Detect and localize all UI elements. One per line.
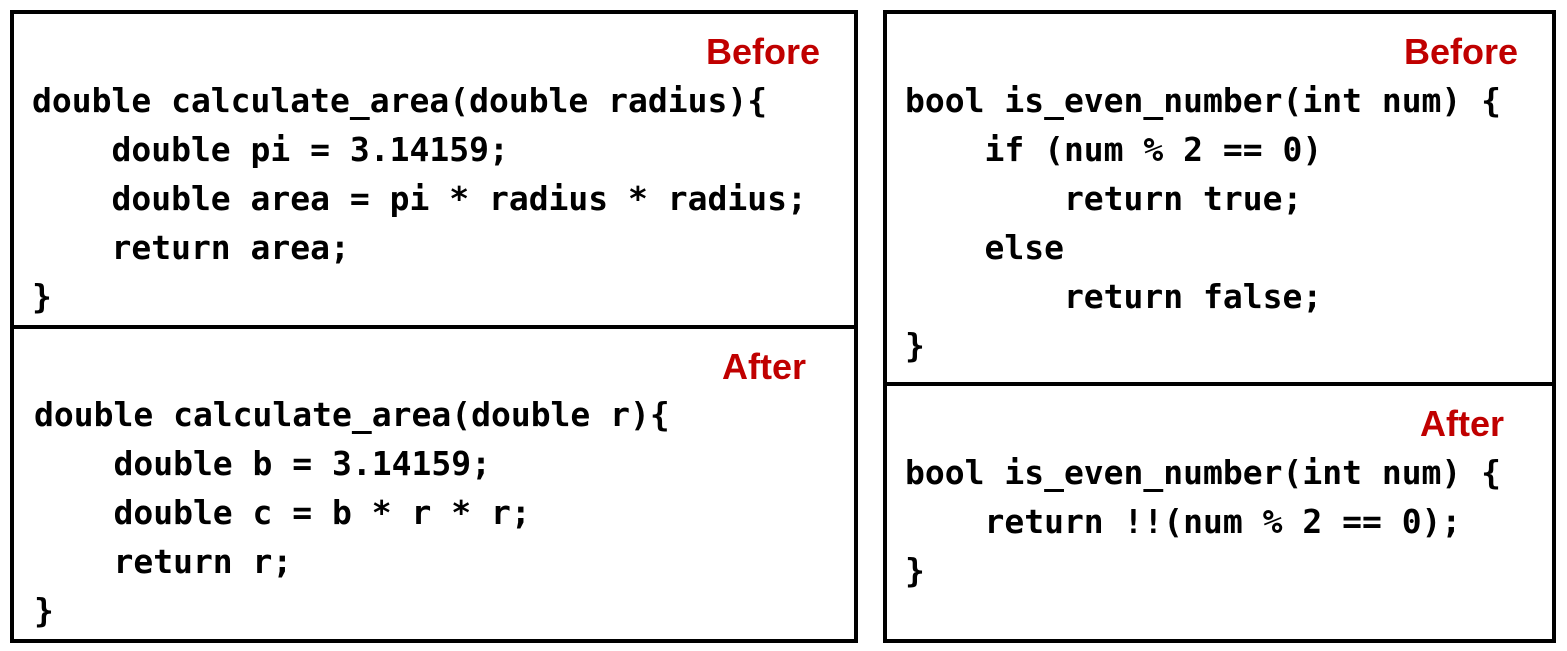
code-line: double calculate_area(double r){ [34, 395, 670, 434]
code-line: return false; [905, 277, 1323, 316]
code-line: } [32, 277, 52, 316]
left-before-section: Before double calculate_area(double radi… [14, 14, 854, 327]
left-after-section: After double calculate_area(double r){ d… [14, 329, 854, 639]
code-line: else [905, 228, 1064, 267]
code-line: } [905, 551, 925, 590]
right-divider [887, 382, 1552, 386]
right-before-label: Before [1403, 31, 1518, 72]
code-line: return area; [32, 228, 350, 267]
code-line: double b = 3.14159; [34, 444, 491, 483]
right-after-code: bool is_even_number(int num) { return !!… [905, 448, 1501, 595]
right-panel: Before bool is_even_number(int num) { if… [883, 10, 1556, 643]
code-line: return true; [905, 179, 1303, 218]
left-divider [14, 325, 854, 329]
code-line: bool is_even_number(int num) { [905, 81, 1502, 120]
code-line: double area = pi * radius * radius; [32, 179, 807, 218]
right-before-section: Before bool is_even_number(int num) { if… [887, 14, 1552, 384]
left-after-label: After [721, 346, 806, 387]
code-line: double c = b * r * r; [34, 493, 531, 532]
code-line: double calculate_area(double radius){ [32, 81, 768, 120]
right-before-code: bool is_even_number(int num) { if (num %… [905, 76, 1501, 370]
code-line: double pi = 3.14159; [32, 130, 509, 169]
code-line: return r; [34, 542, 293, 581]
code-line: return !!(num % 2 == 0); [905, 502, 1462, 541]
right-after-label: After [1419, 403, 1504, 444]
right-after-section: After bool is_even_number(int num) { ret… [887, 386, 1552, 639]
left-before-label: Before [705, 31, 820, 72]
left-after-code: double calculate_area(double r){ double … [34, 390, 670, 635]
code-line: } [905, 326, 925, 365]
code-line: if (num % 2 == 0) [905, 130, 1323, 169]
code-line: } [34, 591, 54, 630]
left-panel: Before double calculate_area(double radi… [10, 10, 858, 643]
left-before-code: double calculate_area(double radius){ do… [32, 76, 807, 321]
code-line: bool is_even_number(int num) { [905, 453, 1502, 492]
